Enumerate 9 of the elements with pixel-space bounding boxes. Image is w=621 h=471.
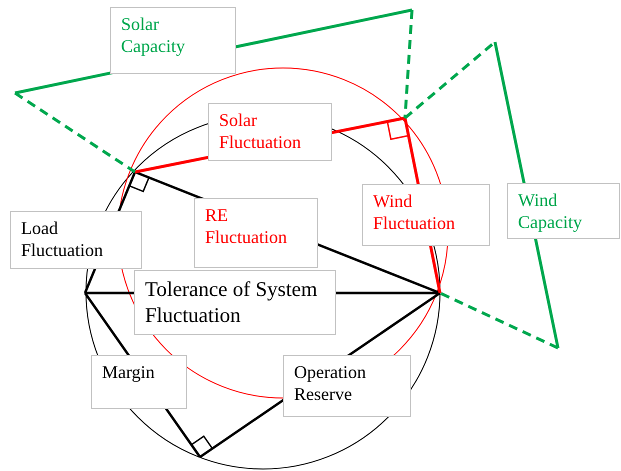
label-box: Tolerance of System Fluctuation	[134, 270, 336, 335]
label-box: RE Fluctuation	[194, 198, 318, 268]
label-box: Load Fluctuation	[10, 211, 142, 269]
label-box: Solar Capacity	[110, 7, 236, 74]
label-box: Wind Capacity	[507, 183, 620, 239]
label-box: Wind Fluctuation	[362, 184, 490, 246]
label-box: Operation Reserve	[283, 355, 411, 417]
label-box: Solar Fluctuation	[208, 103, 332, 161]
label-box: Margin	[91, 355, 187, 409]
